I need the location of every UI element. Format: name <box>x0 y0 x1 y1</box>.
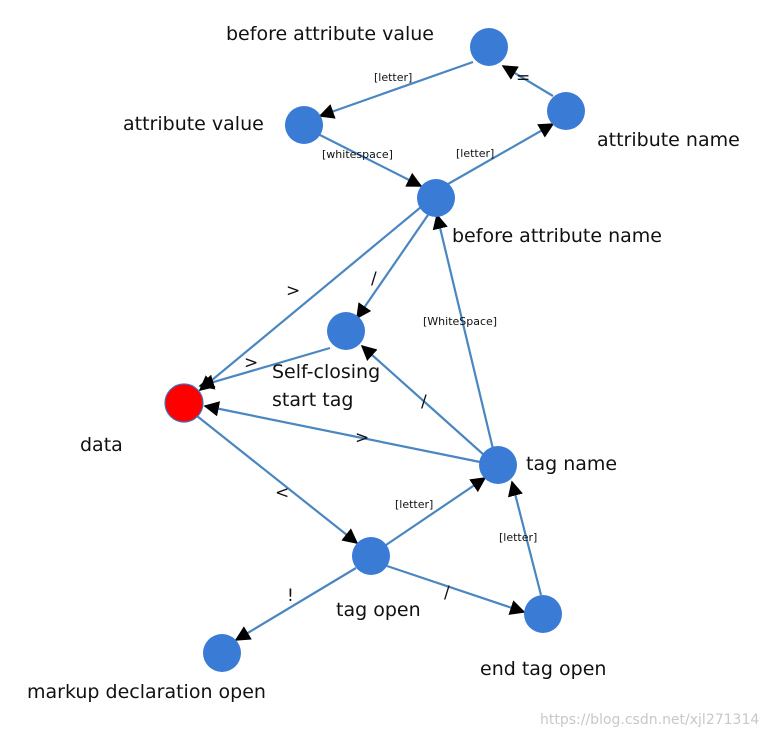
label-self-closing-line2: start tag <box>272 389 353 411</box>
edge-before-attr-value-to-attr-value <box>318 60 474 119</box>
transition-label-equals: = <box>516 68 530 88</box>
edge-tag-open-to-end-tag-open <box>386 564 526 615</box>
edge-tag-name-to-data <box>203 401 481 464</box>
state-node-self-closing-start-tag <box>327 312 365 350</box>
state-node-end-tag-open <box>524 595 562 633</box>
edge-before-attr-name-to-self-closing <box>356 214 429 320</box>
transition-label-letter-attr-name: [letter] <box>456 147 494 160</box>
transition-label-letter-tag-open: [letter] <box>395 498 433 511</box>
state-node-attribute-name <box>547 92 585 130</box>
transition-label-lt: < <box>275 483 289 503</box>
transition-label-slash-tag-name: / <box>421 392 427 412</box>
edge-before-attr-name-to-attr-name <box>447 123 555 185</box>
transition-label-slash-tag-open: / <box>444 583 450 603</box>
state-node-tag-open <box>352 537 390 575</box>
label-before-attribute-value: before attribute value <box>226 23 434 45</box>
edge-attr-name-to-before-attr-value <box>501 65 554 97</box>
state-node-before-attribute-value <box>470 28 508 66</box>
transition-label-whitespace-tag-name: [WhiteSpace] <box>423 315 497 328</box>
watermark: https://blog.csdn.net/xjl271314 <box>540 712 759 728</box>
label-markup-declaration-open: markup declaration open <box>27 681 266 703</box>
label-tag-name: tag name <box>526 453 617 475</box>
transition-label-letter-before-attr-value: [letter] <box>374 71 412 84</box>
transition-label-bang: ! <box>287 586 294 606</box>
label-before-attribute-name: before attribute name <box>452 225 662 247</box>
edge-self-closing-to-data <box>198 346 331 390</box>
edge-end-tag-open-to-tag-name <box>507 480 543 596</box>
label-attribute-value: attribute value <box>123 113 264 135</box>
transition-label-letter-end-tag-open: [letter] <box>499 531 537 544</box>
transition-label-gt-tag-name: > <box>355 428 369 448</box>
edge-tag-name-to-self-closing <box>360 344 485 456</box>
state-node-attribute-value <box>285 106 323 144</box>
state-node-tag-name <box>479 446 517 484</box>
label-self-closing-line1: Self-closing <box>272 361 380 383</box>
label-data: data <box>80 434 123 456</box>
edge-tag-open-to-tag-name <box>385 477 487 546</box>
transition-label-gt-before-attr-name: > <box>286 281 300 301</box>
transition-label-slash-before-attr-name: / <box>371 269 377 289</box>
edge-tag-open-to-markup-declaration <box>234 567 357 641</box>
edge-tag-name-to-before-attr-name <box>432 213 495 450</box>
label-attribute-name: attribute name <box>597 129 740 151</box>
transition-label-whitespace: [whitespace] <box>322 148 393 161</box>
label-end-tag-open: end tag open <box>480 658 606 680</box>
edge-data-to-tag-open <box>196 415 359 544</box>
label-tag-open: tag open <box>336 599 421 621</box>
state-node-before-attribute-name <box>417 179 455 217</box>
edge-before-attr-name-to-data <box>198 206 422 391</box>
transition-label-gt-self-closing: > <box>244 353 258 373</box>
edge-attr-value-to-before-attr-name <box>319 134 423 187</box>
state-node-data <box>164 383 204 423</box>
state-node-markup-declaration-open <box>203 634 241 672</box>
